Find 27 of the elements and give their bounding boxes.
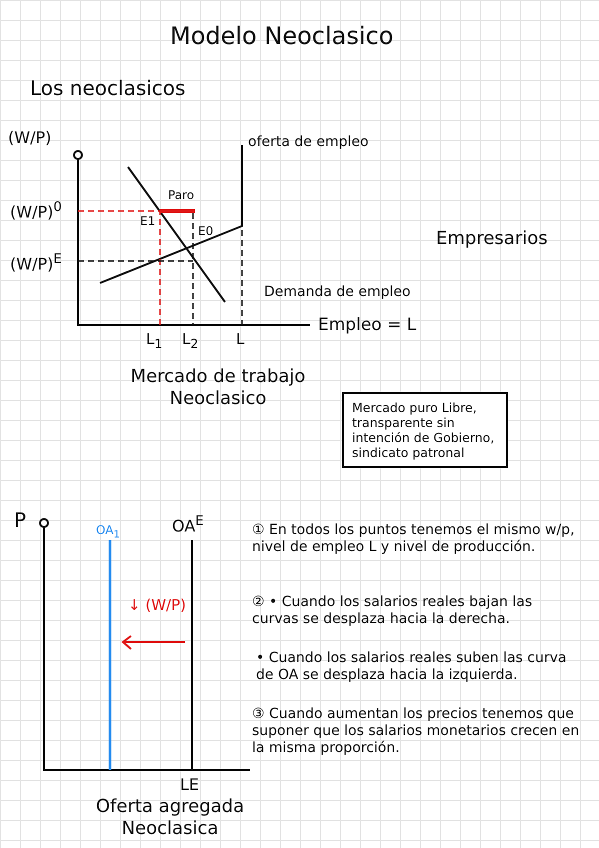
note-text: ③ Cuando aumentan los precios tenemos que suponer que los salarios monetarios crecen en la misma proporción. xyxy=(252,706,580,756)
annotation: ↓ (W/P) xyxy=(128,596,186,614)
curve-label: Demanda de empleo xyxy=(264,284,411,301)
tick-label: LE xyxy=(180,775,200,794)
axis-label: (W/P)$^{0}$ xyxy=(10,200,62,222)
curve-label: OA$^{E}$ xyxy=(172,514,204,536)
curve-label: Paro xyxy=(168,188,194,202)
note-text: ② • Cuando los salarios reales bajan las curvas se desplaza hacia la derecha. xyxy=(252,594,534,628)
graph-caption: Mercado de trabajo Neoclasico xyxy=(130,366,306,410)
point-label: E0 xyxy=(198,224,214,238)
note-text: • Cuando los salarios reales suben las curva de OA se desplaza hacia la izquierda. xyxy=(256,650,568,684)
note-box: Mercado puro Libre, transparente sin intención de Gobierno, sindicato patronal xyxy=(342,392,508,468)
curve-label: oferta de empleo xyxy=(248,134,369,151)
point-label: E1 xyxy=(140,214,156,228)
axis-label: (W/P) xyxy=(8,128,52,148)
graph-caption: Oferta agregada Neoclasica xyxy=(94,796,246,840)
axis-label: (W/P)$^{E}$ xyxy=(10,252,62,274)
section-heading: Los neoclasicos xyxy=(30,76,186,100)
page-title: Modelo Neoclasico xyxy=(170,22,394,51)
tick-label: L$_{2}$ xyxy=(182,330,198,351)
axis-label: P xyxy=(14,508,26,532)
side-note: Empresarios xyxy=(436,228,548,250)
curve-label: OA$_{1}$ xyxy=(96,523,120,542)
tick-label: L$_{1}$ xyxy=(146,330,162,351)
note-text: ① En todos los puntos tenemos el mismo w/p, nivel de empleo L y nivel de producción. xyxy=(252,522,576,556)
tick-label: L xyxy=(236,330,244,348)
axis-label: Empleo = L xyxy=(318,315,416,336)
